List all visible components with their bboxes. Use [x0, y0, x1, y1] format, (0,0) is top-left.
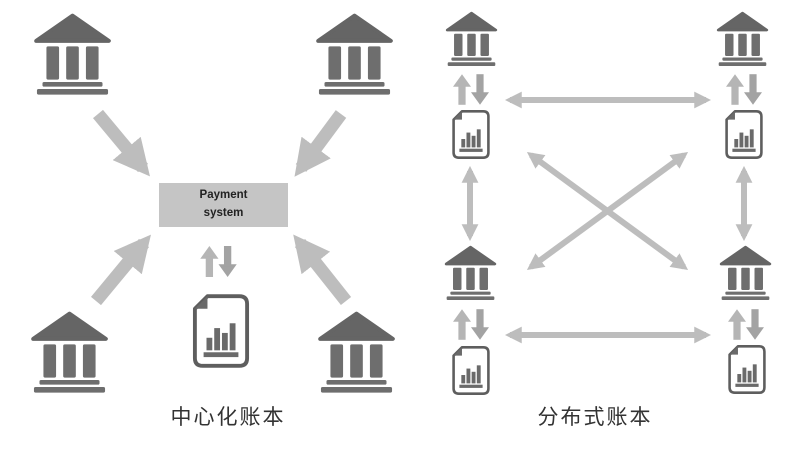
- arrow-topleft-bank-to-payment-system: [93, 109, 150, 177]
- centralized-ledger-caption: 中心化账本: [170, 406, 286, 429]
- up-down-arrows-icon: [728, 309, 764, 340]
- up-down-arrows-icon: [453, 309, 489, 340]
- up-down-arrows-icon: [726, 74, 762, 105]
- payment-system-box: Payment system: [159, 183, 288, 227]
- ledger-document-icon: [452, 110, 490, 159]
- bank-icon: [719, 245, 772, 301]
- up-down-arrows-icon: [453, 74, 489, 105]
- distributed-ledger-caption: 分布式账本: [537, 406, 653, 429]
- bank-icon: [36, 16, 109, 95]
- arrow-diagonal-peer-link: [526, 152, 689, 270]
- arrow-bottomleft-bank-to-payment-system: [90, 234, 151, 306]
- ledger-document-icon: [728, 345, 766, 394]
- arrow-topright-bank-to-payment-system: [294, 110, 347, 177]
- bank-icon: [445, 11, 498, 66]
- ledger-document-icon: [725, 110, 763, 159]
- ledger-document-icon: [195, 296, 247, 366]
- ledger-document-icon: [452, 346, 490, 395]
- bank-icon: [444, 245, 497, 301]
- arrow-bottomright-bank-to-payment-system: [293, 234, 352, 306]
- bank-icon: [318, 16, 391, 95]
- payment-system-label: Payment system: [199, 189, 248, 219]
- bank-icon: [716, 11, 769, 66]
- up-down-arrows-icon: [200, 246, 237, 277]
- bank-icon: [33, 314, 106, 393]
- bank-icon: [320, 314, 393, 393]
